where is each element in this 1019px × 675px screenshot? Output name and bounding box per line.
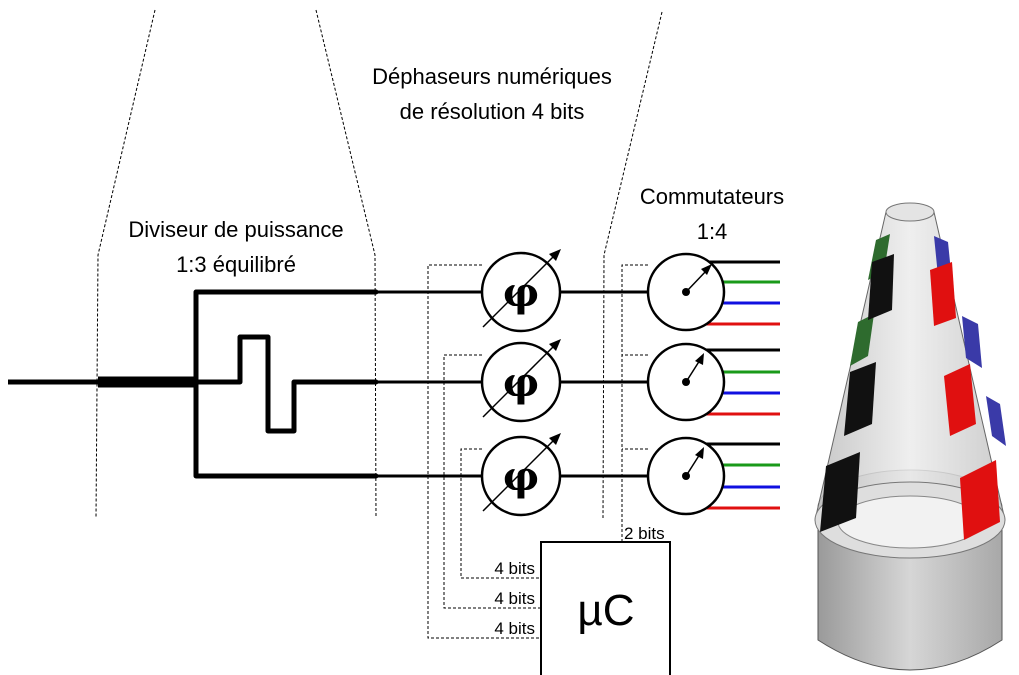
rf-connections xyxy=(376,290,648,478)
antenna-patch-red xyxy=(930,262,956,326)
microcontroller: µC xyxy=(540,541,671,675)
switches-label-line1: Commutateurs xyxy=(640,184,784,209)
variable-arrow-icon xyxy=(482,345,555,418)
phase-shifter-icon xyxy=(480,435,562,517)
switch-pointer-icon xyxy=(685,453,701,477)
divider-lower-branch xyxy=(193,379,379,479)
phase-shifter-icon xyxy=(480,251,562,333)
power-divider xyxy=(8,289,379,479)
arrowhead-icon xyxy=(549,249,561,261)
microcontroller-label: µC xyxy=(577,586,634,635)
antenna-patch-blue xyxy=(986,396,1006,446)
antenna-patch-black xyxy=(820,452,860,532)
phase-shifter-3: φ xyxy=(480,433,562,517)
phase-shifters-label-line1: Déphaseurs numériques xyxy=(372,64,612,89)
divider-zone-right-edge xyxy=(315,9,377,519)
switch-pointer-icon xyxy=(685,359,701,383)
antenna-tip xyxy=(885,202,935,222)
arrowhead-icon xyxy=(695,353,704,365)
divider-meander-branch xyxy=(193,334,379,434)
switch-3 xyxy=(646,436,726,516)
antenna-patch-red xyxy=(944,364,976,436)
microcontroller-box xyxy=(540,541,671,675)
divider-label-line1: Diviseur de puissance xyxy=(128,217,343,242)
phase-shifter-1: φ xyxy=(480,249,562,333)
antenna-patch-red xyxy=(960,460,1000,540)
bits-label-switches: 2 bits xyxy=(624,524,665,543)
switch-2 xyxy=(646,342,726,422)
bits-label-shifter-2: 4 bits xyxy=(494,589,535,608)
arrowhead-icon xyxy=(695,447,704,459)
control-line-switch-1 xyxy=(621,264,648,542)
antenna-patch-blue xyxy=(962,316,982,368)
antenna-patch-green xyxy=(850,314,874,366)
conical-antenna-icon xyxy=(814,202,1006,671)
control-line-shifter-1 xyxy=(427,264,541,639)
antenna-aperture-inner xyxy=(837,495,983,549)
zone-boundaries xyxy=(95,9,663,519)
variable-arrow-icon xyxy=(482,255,555,328)
switch-1 xyxy=(646,252,726,332)
divider-label-line2: 1:3 équilibré xyxy=(176,252,296,277)
switch-pointer-icon xyxy=(685,269,708,293)
phase-shifter-2: φ xyxy=(480,339,562,423)
divider-upper-branch xyxy=(193,289,379,385)
arrowhead-icon xyxy=(549,433,561,445)
control-line-shifter-3 xyxy=(460,448,541,579)
antenna-patch-black xyxy=(844,362,876,436)
variable-arrow-icon xyxy=(482,439,555,512)
bit-labels: 4 bits 4 bits 4 bits 2 bits xyxy=(494,524,664,638)
divider-zone-left-edge xyxy=(95,9,156,519)
switch-zone-left-edge xyxy=(602,11,663,519)
control-lines xyxy=(427,264,648,639)
phase-shifter-icon xyxy=(480,341,562,423)
zone-labels: Déphaseurs numériques de résolution 4 bi… xyxy=(128,64,784,277)
switches-label-line2: 1:4 xyxy=(697,219,728,244)
arrowhead-icon xyxy=(701,264,712,275)
phase-shifters-label-line2: de résolution 4 bits xyxy=(400,99,585,124)
bits-label-shifter-3: 4 bits xyxy=(494,559,535,578)
arrowhead-icon xyxy=(549,339,561,351)
bits-label-shifter-1: 4 bits xyxy=(494,619,535,638)
antenna-patch-black xyxy=(868,254,894,320)
